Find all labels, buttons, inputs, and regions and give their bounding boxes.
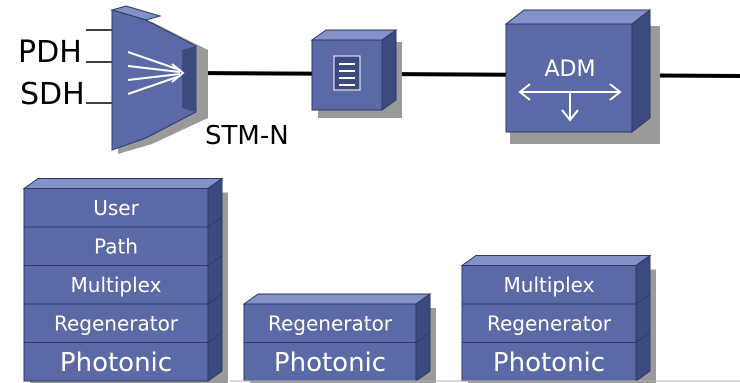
layer-side-edge [635,370,651,382]
tm-arrows-icon [127,51,185,95]
layer-box [461,342,637,382]
layer-label: Multiplex [504,273,595,297]
adm-side [631,8,651,134]
terminal-multiplexer [110,5,208,154]
layer-side-edge [207,293,223,305]
layer-photonic: Photonic [243,342,431,382]
layer-user: User [23,188,223,228]
layer-multiplex: Multiplex [23,265,223,305]
layer-label: Photonic [274,348,386,378]
layer-box [23,226,209,266]
layer-box [461,265,637,305]
adm-label: ADM [545,57,596,82]
network-row: PDH SDH STM-N [18,5,740,154]
layer-side-edge [207,216,223,228]
stack-side-face [635,254,651,382]
regen-side [381,29,397,111]
sdh-label: SDH [20,77,85,112]
regenerator-node [310,29,402,118]
layer-regenerator: Regenerator [461,303,651,343]
layer-box [23,342,209,382]
layer-path: Path [23,226,223,266]
layer-side-edge [207,255,223,266]
layer-box [23,265,209,305]
regenerator-icon [333,55,361,91]
layer-regenerator: Regenerator [243,303,431,343]
stack-top-face [22,178,224,189]
layer-photonic: Photonic [23,342,223,382]
layer-label: Regenerator [54,311,179,335]
layer-label: Photonic [493,348,605,378]
layer-photonic: Photonic [461,342,651,382]
layer-label: Regenerator [268,311,393,335]
layer-box [243,342,417,382]
layer-multiplex: Multiplex [461,265,651,305]
layer-label: Path [94,234,138,258]
layer-side-edge [207,370,223,382]
stack-side-face [207,177,223,382]
layer-label: User [93,196,139,220]
tm-mouth [182,46,196,112]
layer-side-edge [415,370,431,382]
layer-label: Multiplex [71,273,162,297]
layer-box [243,303,417,343]
stack-top-face [242,293,432,305]
layer-side-edge [635,332,651,343]
layer-label: Photonic [60,348,172,378]
add-drop-arrows-icon [518,83,622,122]
layer-stacks: UserPathMultiplexRegeneratorPhotonicRege… [22,177,656,383]
layer-label: Regenerator [487,311,612,335]
input-lines [86,29,112,104]
adm-top [504,9,652,25]
adm-node: ADM [504,8,660,144]
layer-side-edge [415,332,431,343]
stack-top-face [460,255,652,266]
layer-side-edge [635,293,651,305]
stm-n-label: STM-N [205,121,289,151]
pdh-label: PDH [18,35,82,70]
layer-regenerator: Regenerator [23,303,223,343]
layer-side-edge [207,332,223,343]
layer-box [23,303,209,343]
layer-box [23,188,209,228]
